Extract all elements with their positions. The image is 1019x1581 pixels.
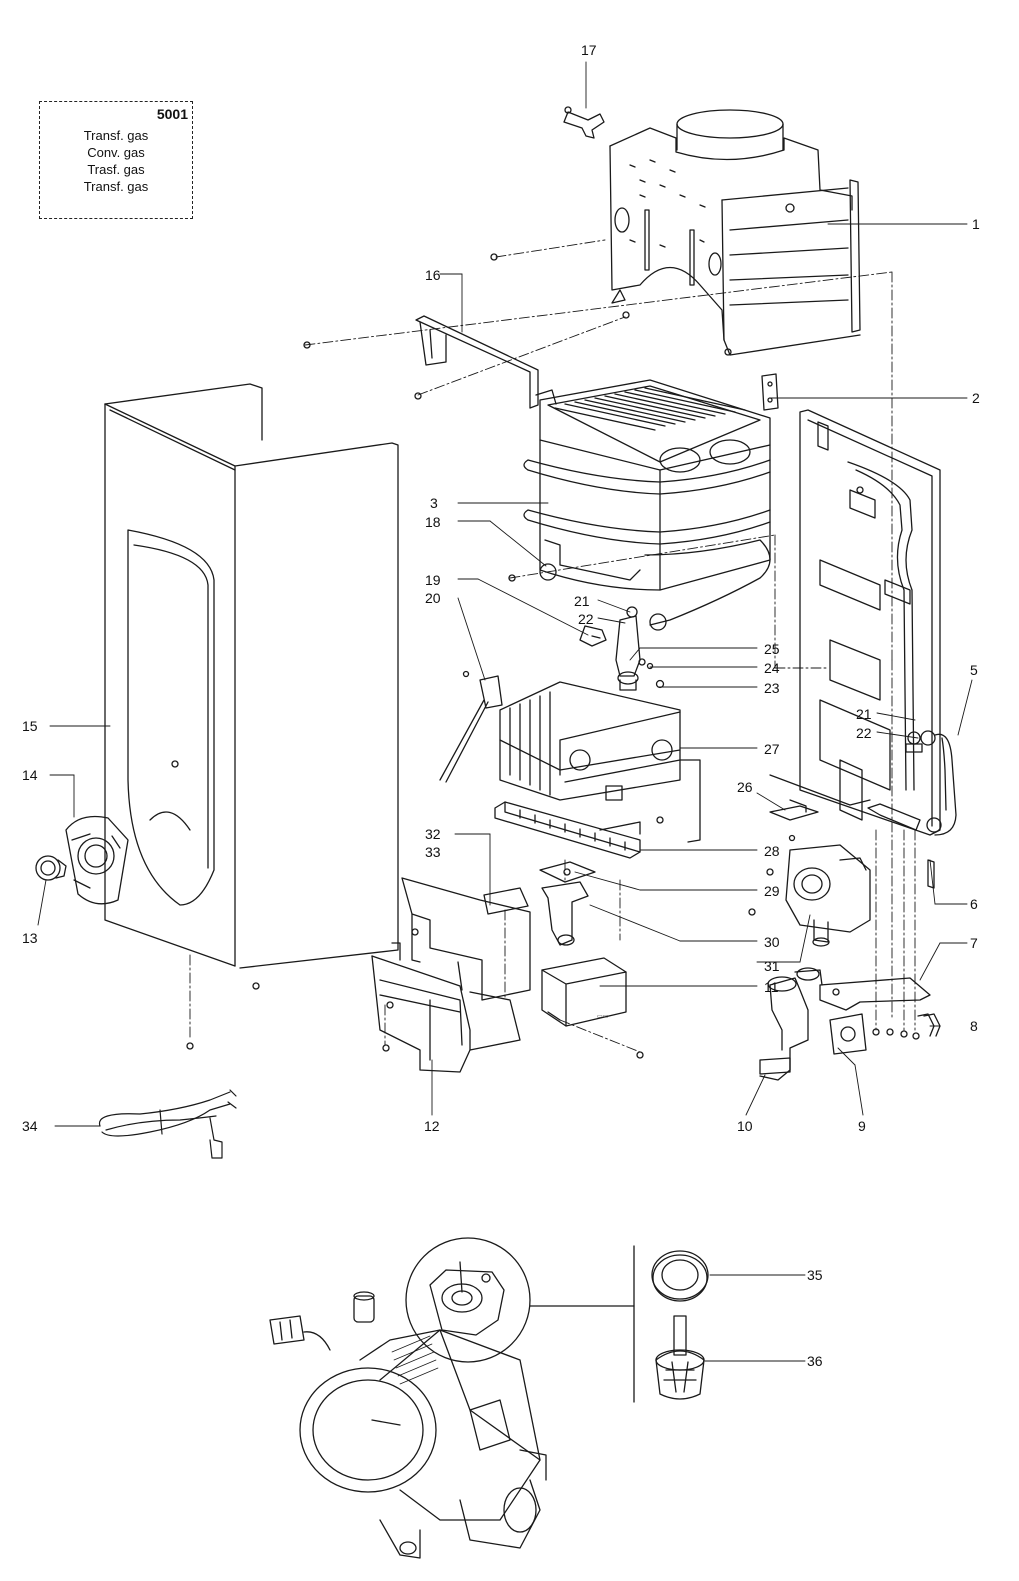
callout-31: 31: [764, 958, 780, 974]
callout-13: 13: [22, 930, 38, 946]
part-29-gasket: [539, 861, 596, 883]
callout-26: 26: [737, 779, 753, 795]
part-1-fume-hood: [609, 109, 861, 356]
callout-19: 19: [425, 572, 441, 588]
part-5-pipe: [920, 730, 957, 836]
callout-22-right: 22: [856, 725, 872, 741]
part-31-gas-valve: [748, 844, 871, 947]
callout-32: 32: [425, 826, 441, 842]
callout-1: 1: [972, 216, 980, 232]
part-6-clip: [927, 859, 935, 889]
callout-30: 30: [764, 934, 780, 950]
part-14-bezel: [65, 815, 129, 905]
callout-8: 8: [970, 1018, 978, 1034]
part-screw: [303, 341, 311, 349]
callout-35: 35: [807, 1267, 823, 1283]
callout-7: 7: [970, 935, 978, 951]
part-10-inlet: [759, 967, 823, 1081]
part-13-knob: [35, 855, 67, 881]
part-32-33-plate: [401, 877, 531, 1001]
callout-10: 10: [737, 1118, 753, 1134]
part-screw: [382, 1044, 390, 1052]
callout-6: 6: [970, 896, 978, 912]
kit-lines: Transf. gas Conv. gas Trasf. gas Transf.…: [40, 127, 192, 195]
part-28-manifold: [494, 801, 664, 859]
part-17-screw: [563, 106, 605, 139]
part-3-heat-exchanger: [523, 379, 771, 631]
part-rear-frame: [769, 409, 941, 836]
callout-15: 15: [22, 718, 38, 734]
callout-16: 16: [425, 267, 441, 283]
part-26-plate: [769, 805, 819, 842]
part-19-clip: [579, 625, 607, 647]
callout-12: 12: [424, 1118, 440, 1134]
part-21-22-fittings: [905, 731, 923, 753]
callout-29: 29: [764, 883, 780, 899]
part-8-clips: [872, 1013, 941, 1040]
callout-17: 17: [581, 42, 597, 58]
callout-36: 36: [807, 1353, 823, 1369]
part-2-plate: [761, 373, 779, 411]
callout-2: 2: [972, 390, 980, 406]
parts-21-25-fittings: [615, 606, 665, 691]
part-screw: [252, 982, 260, 990]
callout-27: 27: [764, 741, 780, 757]
part-20-electrode: [439, 670, 503, 783]
callout-3: 3: [430, 495, 438, 511]
leader-lines: [37, 61, 973, 1362]
callout-24: 24: [764, 660, 780, 676]
callout-5: 5: [970, 662, 978, 678]
part-15-casing: [104, 383, 401, 969]
callout-33: 33: [425, 844, 441, 860]
part-12-control-housing: [371, 955, 521, 1073]
part-screw: [414, 392, 422, 400]
callout-23: 23: [764, 680, 780, 696]
kit-code: 5001: [156, 106, 188, 122]
part-16-bracket: [415, 315, 557, 409]
kit-line: Conv. gas: [87, 145, 145, 160]
kit-box: 5001 Transf. gas Conv. gas Trasf. gas Tr…: [39, 101, 193, 219]
part-7-bracket: [819, 977, 931, 1011]
part-30-union: [541, 881, 589, 946]
kit-line: Trasf. gas: [87, 162, 145, 177]
part-27-burner: [499, 681, 701, 843]
callout-25: 25: [764, 641, 780, 657]
part-screw: [508, 574, 516, 582]
part-screw: [636, 1051, 644, 1059]
callout-14: 14: [22, 767, 38, 783]
part-34-cable: [98, 1089, 237, 1159]
part-screw: [490, 253, 498, 261]
svg-text:▭▭: ▭▭: [597, 1014, 609, 1020]
part-screw: [186, 1042, 194, 1050]
part-35-o-ring: [651, 1250, 709, 1302]
callout-11: 11: [764, 979, 779, 995]
callout-21-right: 21: [856, 706, 872, 722]
detail-gas-valve: [269, 1237, 635, 1559]
part-18-sensor: [539, 563, 557, 581]
callout-20: 20: [425, 590, 441, 606]
callout-18: 18: [425, 514, 441, 530]
part-11-control-box: ▭▭: [541, 957, 627, 1027]
callout-9: 9: [858, 1118, 866, 1134]
callout-28: 28: [764, 843, 780, 859]
callout-22-top: 22: [578, 611, 594, 627]
kit-line: Transf. gas: [83, 179, 149, 194]
part-9-plate: [829, 1013, 867, 1055]
callout-34: 34: [22, 1118, 38, 1134]
part-36-filter: [655, 1315, 705, 1400]
kit-line: Transf. gas: [83, 128, 149, 143]
callout-21-top: 21: [574, 593, 590, 609]
